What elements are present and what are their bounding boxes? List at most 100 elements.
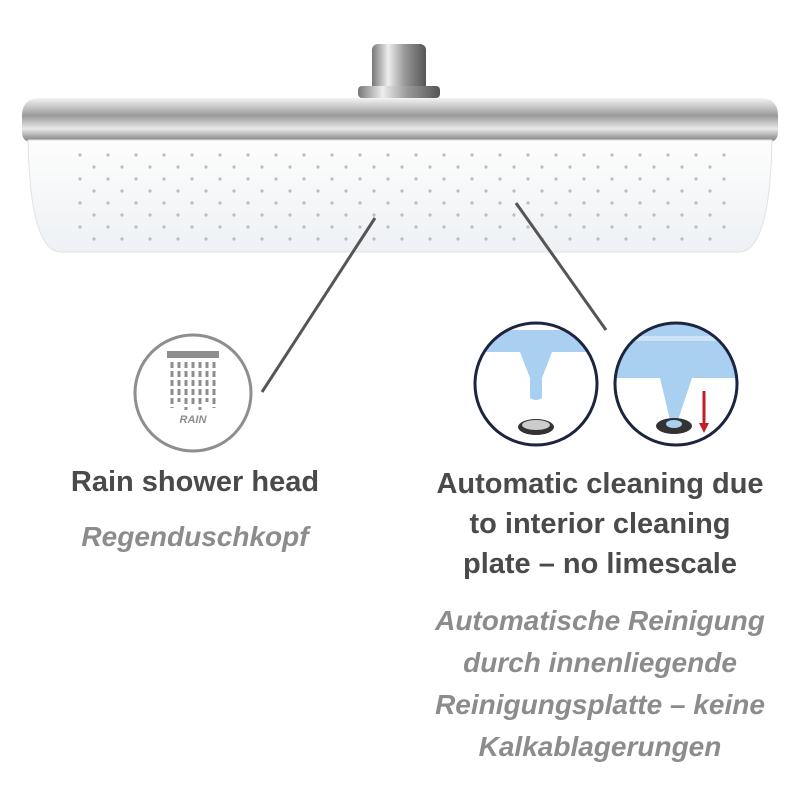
nozzle-dot	[162, 225, 166, 229]
nozzle-dot	[414, 225, 418, 229]
cleaning-subtitle-line: durch innenliegende	[463, 647, 737, 678]
nozzle-dot	[134, 201, 138, 205]
nozzle-dot	[582, 201, 586, 205]
nozzle-dot	[652, 237, 656, 241]
nozzle-dot	[554, 153, 558, 157]
nozzle-dot	[218, 201, 222, 205]
cleaning-subtitle-line: Kalkablagerungen	[478, 731, 722, 762]
nozzle-dot	[694, 225, 698, 229]
cleaning-title-line: to interior cleaning	[469, 508, 731, 540]
nozzle-dot	[582, 177, 586, 181]
nozzle-dot	[204, 237, 208, 241]
nozzle-dot	[596, 237, 600, 241]
nozzle-dot	[484, 165, 488, 169]
nozzle-dot	[456, 237, 460, 241]
nozzle-dot	[666, 225, 670, 229]
nozzle-dot	[148, 237, 152, 241]
nozzle-dot	[442, 177, 446, 181]
nozzle-dot	[708, 237, 712, 241]
nozzle-dot	[148, 189, 152, 193]
nozzle-dot	[190, 177, 194, 181]
nozzle-dot	[330, 153, 334, 157]
nozzle-dot	[512, 237, 516, 241]
nozzle-dot	[428, 237, 432, 241]
nozzle-dot	[372, 165, 376, 169]
nozzle-dot	[204, 165, 208, 169]
nozzle-dot	[470, 201, 474, 205]
nozzle-dot	[498, 201, 502, 205]
cleaning-detail-before	[473, 321, 599, 447]
cleaning-title-line: Automatic cleaning due	[436, 468, 764, 500]
nozzle-dot	[274, 153, 278, 157]
nozzle-dot	[92, 189, 96, 193]
nozzle-dot	[148, 213, 152, 217]
nozzle-dot	[260, 237, 264, 241]
nozzle-dot	[694, 153, 698, 157]
nozzle-dot	[722, 177, 726, 181]
nozzle-dot	[428, 213, 432, 217]
nozzle-dot	[176, 213, 180, 217]
nozzle-dot	[526, 153, 530, 157]
nozzle-dot	[442, 201, 446, 205]
nozzle-dot	[498, 177, 502, 181]
nozzle-dot	[92, 165, 96, 169]
nozzle-dot	[652, 189, 656, 193]
nozzle-dot	[708, 165, 712, 169]
nozzle-dot	[624, 237, 628, 241]
nozzle-dot	[610, 153, 614, 157]
nozzle-dot	[106, 201, 110, 205]
nozzle-dot	[372, 189, 376, 193]
nozzle-dot	[120, 165, 124, 169]
nozzle-dot	[638, 201, 642, 205]
nozzle-dot	[400, 237, 404, 241]
nozzle-dot	[680, 165, 684, 169]
cleaning-subtitle-line: Automatische Reinigung	[435, 605, 765, 636]
pointer-line-rain	[260, 217, 377, 393]
nozzle-dot	[358, 153, 362, 157]
nozzle-dot	[414, 201, 418, 205]
nozzle-dot	[386, 201, 390, 205]
nozzle-dot	[260, 213, 264, 217]
nozzle-dot	[498, 153, 502, 157]
nozzle-dot	[316, 165, 320, 169]
nozzle-dot	[246, 153, 250, 157]
nozzle-dot	[680, 213, 684, 217]
cleaning-subtitle-line: Reinigungsplatte – keine	[435, 689, 765, 720]
nozzle-dot	[708, 213, 712, 217]
nozzle-dot	[302, 177, 306, 181]
nozzle-dot	[288, 165, 292, 169]
nozzle-dot	[260, 189, 264, 193]
nozzle-dot	[246, 225, 250, 229]
nozzle-dot	[694, 201, 698, 205]
nozzle-dot	[288, 213, 292, 217]
cleaning-title: Automatic cleaning due to interior clean…	[400, 464, 800, 584]
cleaning-detail-after	[613, 321, 739, 447]
nozzle-dot	[218, 177, 222, 181]
nozzle-dot	[526, 201, 530, 205]
nozzle-dot	[400, 213, 404, 217]
rain-subtitle-de: Regenduschkopf	[81, 521, 309, 552]
nozzle-dot	[78, 225, 82, 229]
nozzle-dot	[120, 237, 124, 241]
nozzle-dot	[330, 177, 334, 181]
nozzle-dot	[78, 201, 82, 205]
nozzle-dot	[372, 237, 376, 241]
nozzle-dot	[330, 201, 334, 205]
nozzle-dot	[316, 213, 320, 217]
nozzle-dot	[274, 201, 278, 205]
nozzle-dot	[288, 237, 292, 241]
nozzle-dot	[134, 225, 138, 229]
nozzle-dot	[568, 189, 572, 193]
nozzle-dot	[232, 165, 236, 169]
nozzle-dot	[456, 189, 460, 193]
nozzle-dot	[260, 165, 264, 169]
nozzle-dot	[106, 177, 110, 181]
nozzle-dot	[316, 237, 320, 241]
nozzle-dot	[568, 213, 572, 217]
nozzle-dot	[316, 189, 320, 193]
nozzle-dot	[638, 153, 642, 157]
nozzle-dot	[666, 153, 670, 157]
nozzle-dot	[120, 189, 124, 193]
rain-icon	[133, 333, 253, 453]
nozzle-dot	[386, 153, 390, 157]
